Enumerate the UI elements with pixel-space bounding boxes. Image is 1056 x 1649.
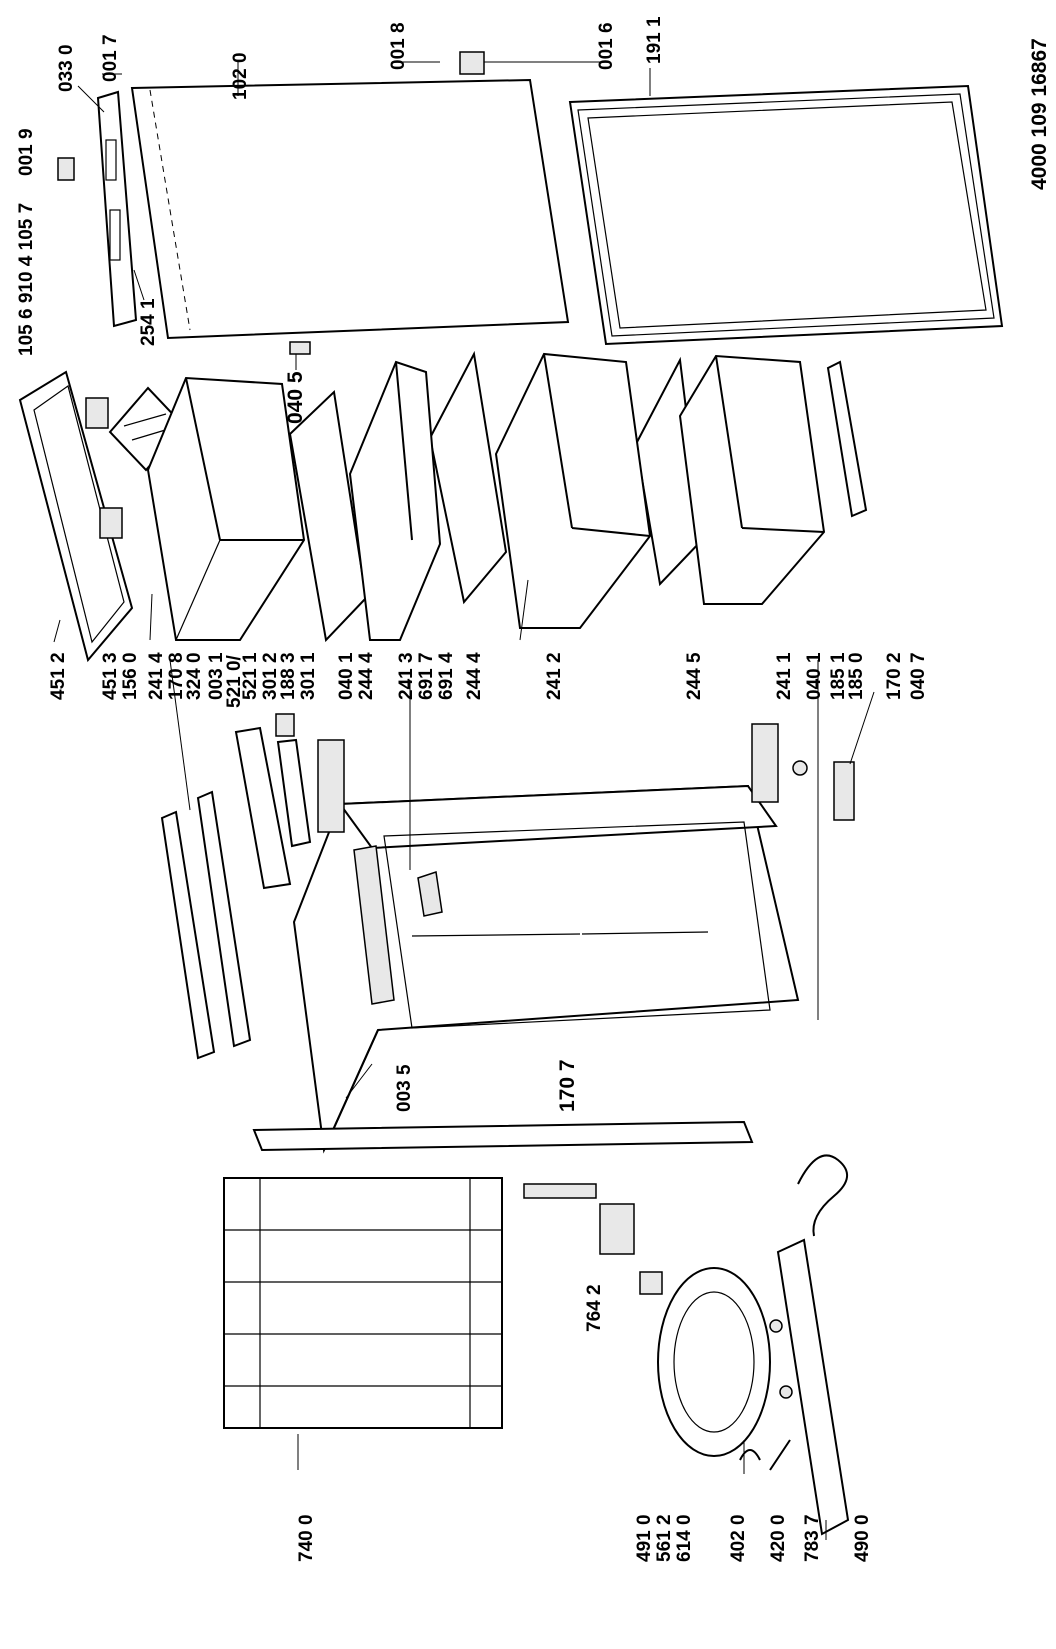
document-id: 4000 109 16867 [1028, 38, 1051, 190]
label-301-2: 301 2 [260, 652, 281, 700]
label-614-0: 614 0 [674, 1514, 695, 1562]
label-040-5: 040 5 [284, 371, 307, 424]
label-102-0: 102 0 [230, 52, 251, 100]
middle-hinge-drawing [317, 739, 345, 833]
label-521-0: 521 0/ [224, 654, 245, 708]
hinge-cover-drawing [833, 761, 855, 821]
control-strip-drawing [160, 810, 216, 1060]
hinge-cap-drawing [57, 157, 75, 181]
label-188-3: 188 3 [278, 652, 299, 700]
label-033-0: 033 0 [56, 44, 77, 92]
label-170-8: 170 8 [166, 652, 187, 700]
drawer-bottom-drawing [678, 354, 826, 605]
control-panel-drawing [196, 790, 252, 1048]
bolt-drawing [769, 1439, 791, 1471]
bottom-hinge-drawing [751, 723, 779, 803]
label-561-2: 561 2 [654, 1514, 675, 1562]
label-402-0: 402 0 [728, 1514, 749, 1562]
label-244-4-lower: 244 4 [464, 652, 485, 700]
label-451-3: 451 3 [100, 652, 121, 700]
label-420-0: 420 0 [768, 1514, 789, 1562]
rear-strip-drawing [252, 1120, 754, 1152]
label-156-0: 156 0 [120, 652, 141, 700]
label-490-0: 490 0 [852, 1514, 873, 1562]
label-740-0: 740 0 [296, 1514, 317, 1562]
door-gasket-drawing [568, 84, 1004, 346]
label-691-4: 691 4 [436, 652, 457, 700]
foot-drawing [792, 760, 808, 776]
base-plate-drawing [776, 1238, 850, 1536]
drawer-top-drawing [146, 376, 306, 641]
lamp-housing-drawing [234, 726, 292, 890]
drawer-large-drawing [494, 352, 652, 629]
label-324-0: 324 0 [184, 652, 205, 700]
label-491-0: 491 0 [634, 1514, 655, 1562]
part-labels: 033 0 001 7 001 9 105 6 910 4 105 7 102 … [16, 16, 1051, 1562]
label-241-1: 241 1 [774, 652, 795, 700]
label-244-5: 244 5 [684, 652, 705, 700]
label-521-1: 521 1 [240, 652, 261, 700]
label-241-2: 241 2 [544, 652, 565, 700]
label-764-2: 764 2 [584, 1284, 605, 1332]
cabinet-drawing [292, 784, 800, 1154]
label-040-7: 040 7 [908, 652, 929, 700]
label-170-2: 170 2 [884, 652, 905, 700]
shelf-bracket-drawing [85, 397, 109, 429]
label-001-6: 001 6 [596, 22, 617, 70]
clip-drawing [739, 1449, 761, 1461]
leader-lines [53, 61, 875, 1540]
label-301-1: 301 1 [298, 652, 319, 700]
condenser-coil-drawing [223, 1177, 597, 1429]
top-glass-shelf-drawing [18, 370, 134, 663]
drawer-middle-drawing [348, 360, 442, 641]
label-241-3: 241 3 [396, 652, 417, 700]
kick-plate-drawing [826, 360, 868, 518]
label-254-1: 254 1 [138, 298, 159, 346]
label-003-1: 003 1 [206, 652, 227, 700]
label-001-7: 001 7 [100, 34, 121, 82]
overload-drawing [639, 1271, 663, 1295]
compressor-drawing [657, 1267, 771, 1457]
start-relay-drawing [599, 1203, 635, 1255]
label-003-5: 003 5 [394, 1064, 415, 1112]
label-185-0: 185 0 [846, 652, 867, 700]
part-drawings [18, 51, 1004, 1540]
label-040-1-lower: 040 1 [804, 652, 825, 700]
label-244-4-upper: 244 4 [356, 652, 377, 700]
grommet-drawing [769, 1319, 783, 1333]
label-185-1: 185 1 [828, 652, 849, 700]
light-cover-drawing [276, 738, 312, 848]
lamp-drawing [275, 713, 295, 737]
door-panel-drawing [130, 78, 570, 340]
label-691-7: 691 7 [416, 652, 437, 700]
label-241-4: 241 4 [146, 652, 167, 700]
label-191-1: 191 1 [644, 16, 665, 64]
top-hinge-bracket-drawing [96, 90, 138, 328]
label-105-6-910-4-105-7: 105 6 910 4 105 7 [16, 203, 37, 356]
label-001-8: 001 8 [388, 22, 409, 70]
label-170-7: 170 7 [556, 1059, 579, 1112]
glass-shelf-middle-drawing [428, 350, 508, 605]
grommet-drawing [779, 1385, 793, 1399]
door-hinge-drawing [459, 51, 485, 75]
label-040-1-upper: 040 1 [336, 652, 357, 700]
label-001-9: 001 9 [16, 128, 37, 176]
power-cord-drawing [797, 1154, 848, 1237]
door-stop-drawing [289, 341, 311, 355]
shelf-bracket-drawing [99, 507, 123, 539]
label-451-2: 451 2 [48, 652, 69, 700]
label-783-7: 783 7 [802, 1514, 823, 1562]
